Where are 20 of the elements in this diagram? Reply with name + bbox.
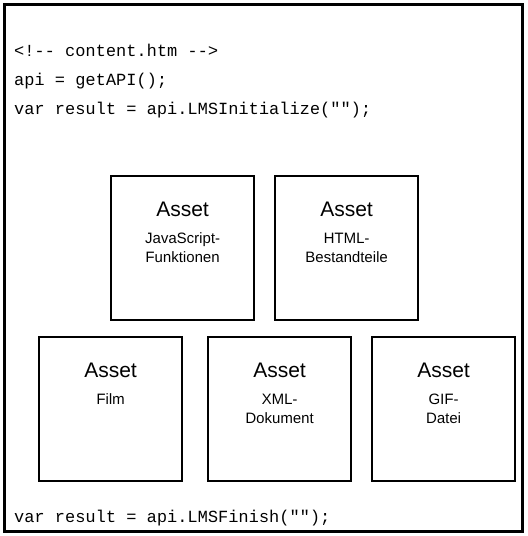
frame <box>3 3 524 533</box>
code-line: <!-- content.htm --> <box>14 42 220 64</box>
asset-title: Asset <box>84 358 137 384</box>
code-line: var result = api.LMSFinish(""); <box>14 508 330 530</box>
asset-description: HTML-Bestandteile <box>305 229 388 267</box>
asset-box <box>110 175 255 321</box>
asset-box <box>38 336 183 482</box>
asset-box <box>207 336 352 482</box>
code-line: api = getAPI(); <box>14 71 168 93</box>
asset-title: Asset <box>417 358 470 384</box>
code-line: var result = api.LMSInitialize(""); <box>14 100 372 122</box>
asset-description: XML-Dokument <box>245 390 314 428</box>
asset-title: Asset <box>253 358 306 384</box>
asset-description: JavaScript-Funktionen <box>144 229 220 267</box>
asset-description: Film <box>96 390 125 409</box>
asset-title: Asset <box>156 197 209 223</box>
asset-box <box>274 175 419 321</box>
asset-title: Asset <box>320 197 373 223</box>
asset-box <box>371 336 516 482</box>
asset-description: GIF-Datei <box>426 390 461 428</box>
